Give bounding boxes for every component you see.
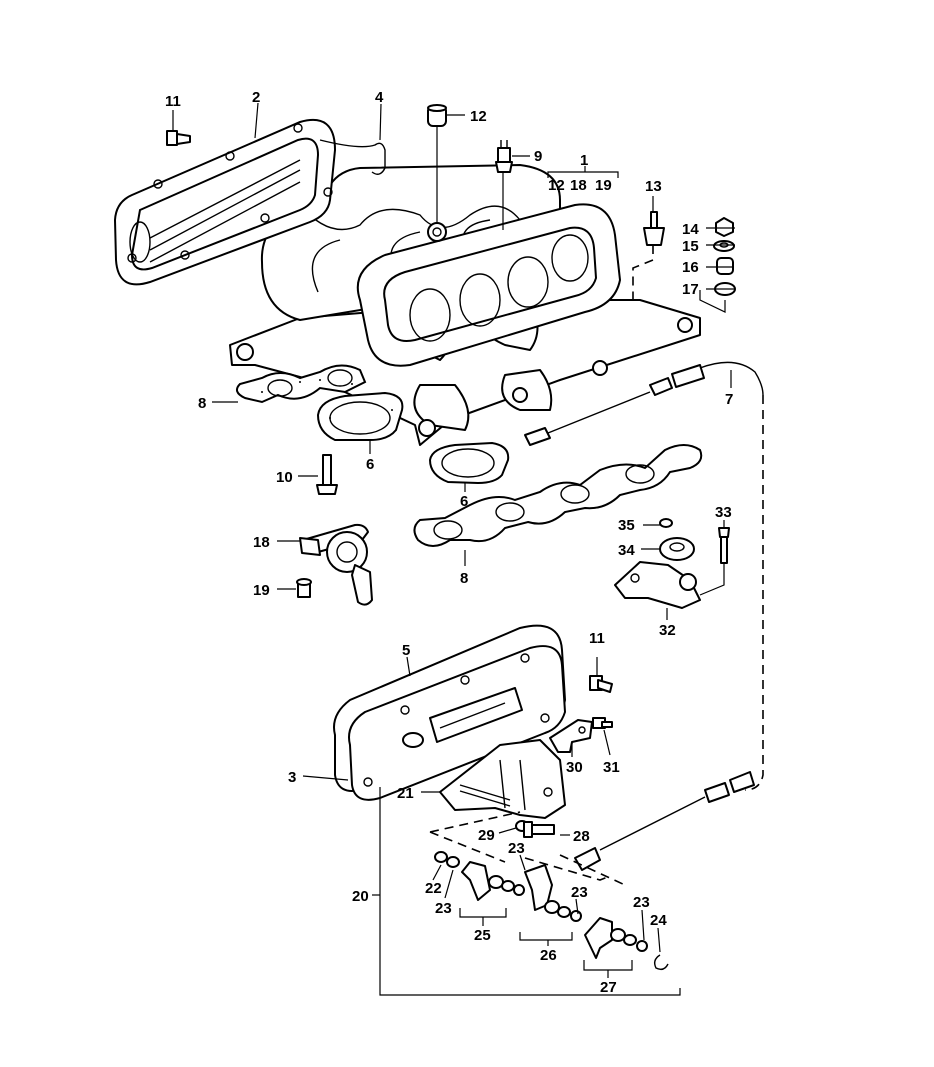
assembly-1-subpart-18: 18 — [570, 177, 587, 194]
bolt-11-lower — [589, 675, 613, 693]
callout-2: 2 — [252, 89, 260, 106]
callout-19: 19 — [253, 582, 270, 599]
callout-16: 16 — [682, 259, 699, 276]
sensor-9 — [495, 140, 513, 173]
gasket-6-lower — [428, 441, 510, 485]
callout-labels: 1 2 3 4 5 6 6 7 8 8 9 10 11 11 12 13 14 … — [165, 89, 733, 996]
callout-33: 33 — [715, 504, 732, 521]
callout-27: 27 — [600, 979, 617, 996]
assembly-1-subpart-19: 19 — [595, 177, 612, 194]
callout-23d: 23 — [633, 894, 650, 911]
bolt-33 — [718, 527, 730, 564]
pulley-34 — [659, 537, 695, 561]
bracket-18 — [299, 523, 373, 606]
callout-3: 3 — [288, 769, 296, 786]
lever-25 — [461, 861, 525, 901]
bolt-28 — [523, 821, 555, 838]
callout-8b: 8 — [460, 570, 468, 587]
callout-8a: 8 — [198, 395, 206, 412]
washer-22 — [434, 851, 448, 863]
callout-10: 10 — [276, 469, 293, 486]
bolt-31 — [592, 717, 613, 729]
callout-6b: 6 — [460, 493, 468, 510]
cap-12 — [427, 104, 447, 127]
callout-6a: 6 — [366, 456, 374, 473]
callout-21: 21 — [397, 785, 414, 802]
gasket-8-upper — [235, 364, 367, 404]
callout-22: 22 — [425, 880, 442, 897]
intake-manifold — [229, 164, 701, 446]
callout-23a: 23 — [435, 900, 452, 917]
bolt-11-top — [166, 130, 191, 146]
callout-20: 20 — [352, 888, 369, 905]
callout-11a: 11 — [165, 93, 181, 110]
callout-32: 32 — [659, 622, 676, 639]
lever-26 — [524, 864, 582, 922]
callout-1: 1 — [580, 152, 588, 169]
bracket-30 — [549, 719, 593, 753]
callout-24: 24 — [650, 912, 667, 929]
callout-29: 29 — [478, 827, 495, 844]
bracket-32 — [614, 561, 701, 609]
bolt-19 — [296, 578, 312, 598]
callout-15: 15 — [682, 238, 699, 255]
callout-35: 35 — [618, 517, 635, 534]
bolt-10 — [316, 454, 338, 495]
circlip-24 — [653, 954, 669, 971]
spacer-16 — [716, 257, 734, 275]
upper-cover-plate — [113, 118, 337, 286]
callout-7: 7 — [725, 391, 733, 408]
callout-23b: 23 — [508, 840, 525, 857]
gasket-4 — [319, 139, 386, 175]
lower-cover-plate-3 — [348, 645, 566, 801]
washer-35 — [659, 518, 673, 528]
callout-23c: 23 — [571, 884, 588, 901]
callout-18: 18 — [253, 534, 270, 551]
callout-13: 13 — [645, 178, 662, 195]
callout-26: 26 — [540, 947, 557, 964]
lever-27 — [584, 917, 648, 959]
washer-23-a — [446, 856, 460, 868]
leader-lines — [172, 102, 735, 996]
callout-34: 34 — [618, 542, 635, 559]
callout-25: 25 — [474, 927, 491, 944]
valve-13 — [643, 211, 665, 246]
assembly-1-subpart-12: 12 — [548, 177, 565, 194]
bracket-21 — [439, 739, 566, 819]
throttle-cable-7 — [524, 361, 764, 871]
callout-4: 4 — [375, 89, 384, 106]
callout-5: 5 — [402, 642, 410, 659]
callout-12: 12 — [470, 108, 487, 125]
callout-17: 17 — [682, 281, 699, 298]
callout-11b: 11 — [589, 630, 605, 647]
callout-9: 9 — [534, 148, 542, 165]
callout-30: 30 — [566, 759, 583, 776]
gasket-6-upper — [316, 391, 404, 441]
callout-28: 28 — [573, 828, 590, 845]
gasket-8-lower — [413, 444, 703, 547]
washer-15 — [713, 240, 735, 252]
callout-31: 31 — [603, 759, 620, 776]
nut-14 — [715, 217, 734, 237]
callout-14: 14 — [682, 221, 699, 238]
